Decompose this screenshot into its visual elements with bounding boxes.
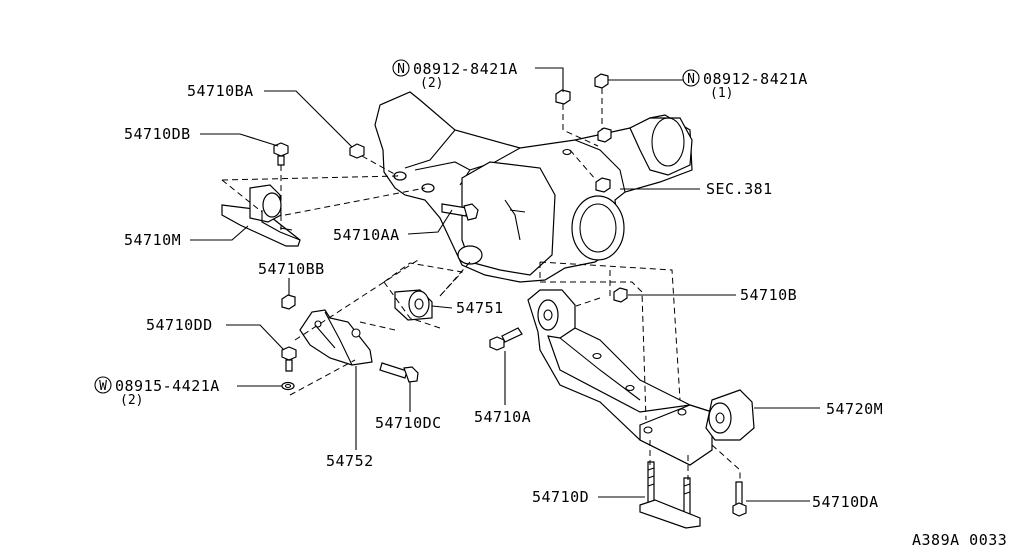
- nut-bracket-stud: [349, 143, 365, 159]
- part-number: 08912-8421A: [703, 70, 808, 88]
- bolt-bottom-right: [732, 481, 747, 517]
- n-prefix-circle: [392, 59, 410, 77]
- bolt-member: [489, 327, 523, 351]
- label-bracket: 54752: [326, 452, 374, 470]
- label-bushing: 54751: [456, 299, 504, 317]
- label-nut-top-left: N 08912-8421A (2): [392, 59, 518, 91]
- stud-bolt: [639, 461, 701, 529]
- mount-left: [221, 184, 301, 247]
- label-nut-right: 54710B: [740, 286, 797, 304]
- bolt-lower-center: [379, 362, 419, 383]
- n-prefix-circle: [682, 69, 700, 87]
- label-section-ref: SEC.381: [706, 180, 773, 198]
- rear-member: [527, 289, 713, 466]
- bushing: [394, 289, 433, 321]
- w-prefix-circle: [94, 376, 112, 394]
- label-stud-bolt: 54710D: [532, 488, 589, 506]
- label-nut-top-right: N 08912-8421A (1): [682, 69, 808, 101]
- label-bolt-top-left: 54710DB: [124, 125, 191, 143]
- prefix-letter: N: [687, 72, 695, 87]
- mount-member: [705, 389, 755, 441]
- diagram-code: A389A 0033: [912, 531, 1007, 549]
- nut-top-right: [594, 73, 609, 89]
- nut-left-lower: [281, 294, 296, 310]
- label-mount-left: 54710M: [124, 231, 181, 249]
- quantity: (1): [710, 86, 733, 101]
- prefix-letter: N: [397, 62, 405, 77]
- nut-top-left: [555, 89, 571, 105]
- differential-carrier: [374, 91, 693, 283]
- part-number: 08912-8421A: [413, 60, 518, 78]
- bracket: [299, 309, 373, 366]
- label-nut-left-lower: 54710BB: [258, 260, 325, 278]
- label-mount-member: 54720M: [826, 400, 883, 418]
- quantity: (2): [120, 393, 143, 408]
- nut-right: [613, 287, 628, 303]
- label-bolt-lower-center: 54710DC: [375, 414, 442, 432]
- quantity: (2): [420, 76, 443, 91]
- prefix-letter: W: [99, 379, 107, 394]
- label-bolt-member: 54710A: [474, 408, 531, 426]
- label-bracket-stud: 54710BA: [187, 82, 254, 100]
- leader-lines: [190, 67, 820, 502]
- label-washer: W 08915-4421A (2): [94, 376, 220, 408]
- label-bolt-left-lower: 54710DD: [146, 316, 213, 334]
- washer: [281, 381, 295, 391]
- bolt-top-left: [273, 142, 289, 166]
- part-number: 08915-4421A: [115, 377, 220, 395]
- label-bolt-bottom-right: 54710DA: [812, 493, 879, 511]
- label-bolt-center: 54710AA: [333, 226, 400, 244]
- bolt-left-lower: [281, 346, 297, 372]
- bolt-center: [441, 203, 479, 221]
